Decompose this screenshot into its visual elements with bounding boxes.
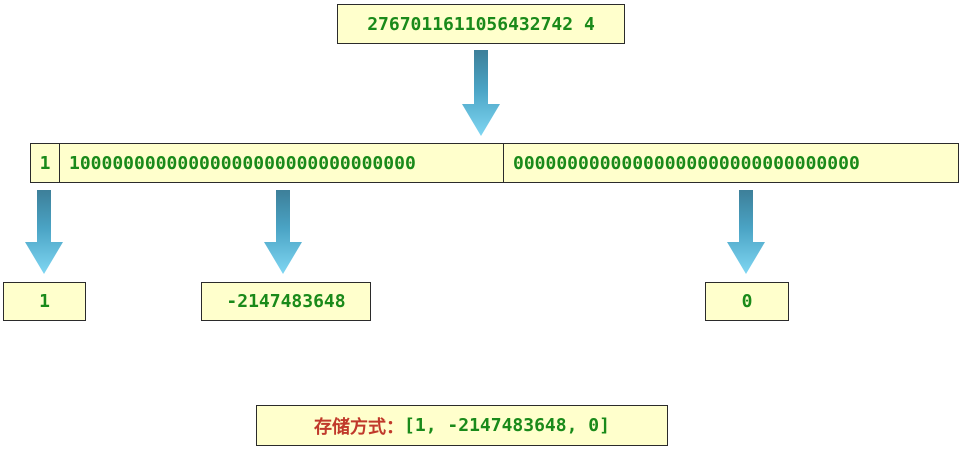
sign-bit-text: 1 — [39, 152, 51, 174]
low-output-text: 0 — [741, 291, 753, 312]
high-bits-cell: 10000000000000000000000000000000 — [61, 144, 503, 182]
sign-output-text: 1 — [39, 291, 50, 312]
low-output-box: 0 — [705, 282, 789, 321]
bit-divider — [59, 144, 60, 182]
bit-divider — [503, 144, 504, 182]
down-arrow-icon — [727, 190, 765, 274]
down-arrow-icon — [264, 190, 302, 274]
input-number-text: 2767011611056432742 4 — [367, 13, 595, 35]
sign-bit-cell: 1 — [31, 144, 59, 182]
low-bits-text: 00000000000000000000000000000000 — [513, 152, 860, 174]
input-number-box: 2767011611056432742 4 — [337, 4, 625, 44]
down-arrow-icon — [462, 50, 500, 136]
storage-format-box: 存储方式： [1, -2147483648, 0] — [256, 405, 668, 446]
high-bits-text: 10000000000000000000000000000000 — [69, 152, 416, 174]
high-output-box: -2147483648 — [201, 282, 371, 321]
sign-output-box: 1 — [3, 282, 86, 321]
storage-format-value: [1, -2147483648, 0] — [404, 415, 610, 436]
down-arrow-icon — [25, 190, 63, 274]
low-bits-cell: 00000000000000000000000000000000 — [505, 144, 958, 182]
storage-format-label: 存储方式： — [314, 416, 405, 438]
high-output-text: -2147483648 — [226, 291, 346, 312]
binary-representation-bar: 1 10000000000000000000000000000000 00000… — [30, 143, 959, 183]
